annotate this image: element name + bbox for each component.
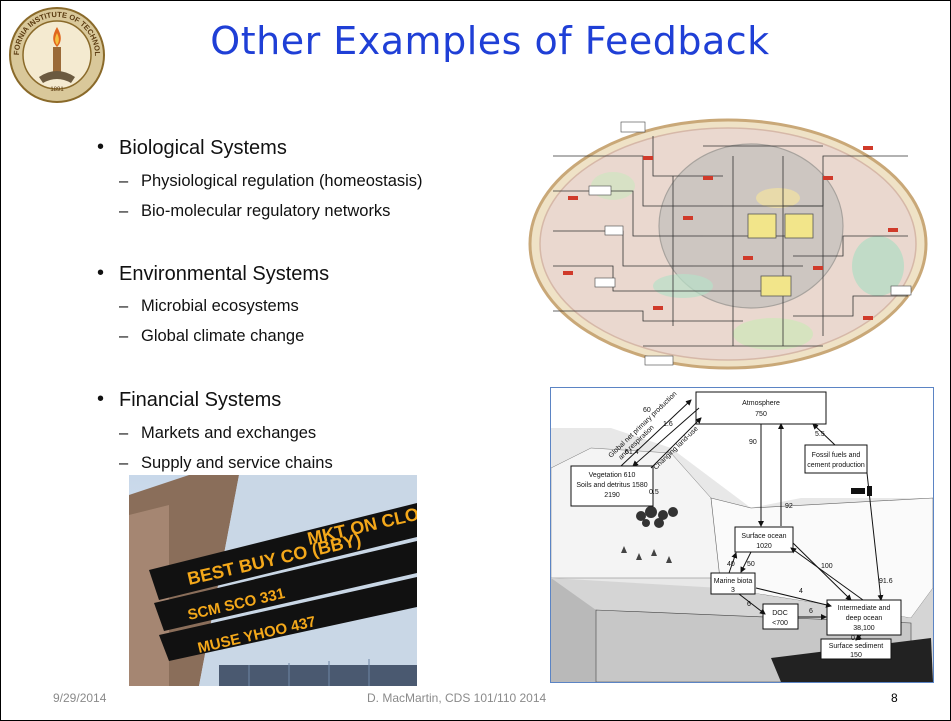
sediment-value: 150 bbox=[850, 652, 862, 659]
flux-91-6: 91.6 bbox=[879, 578, 893, 585]
flux-1-6: 1.6 bbox=[663, 421, 673, 428]
page-number: 8 bbox=[891, 691, 898, 705]
doc-value: <700 bbox=[772, 620, 788, 627]
doc-label: DOC bbox=[772, 610, 788, 617]
marine-biota-label: Marine biota bbox=[714, 578, 753, 585]
deep-ocean-label-2: deep ocean bbox=[846, 615, 883, 622]
flux-5-5: 5.5 bbox=[815, 431, 825, 438]
flux-50: 50 bbox=[747, 561, 755, 568]
vegetation-total: 2190 bbox=[604, 492, 620, 499]
bullet-biological-systems: Biological Systems bbox=[97, 136, 287, 160]
flux-6a: 6 bbox=[747, 601, 751, 608]
subbullet-physiological-regulation: Physiological regulation (homeostasis) bbox=[119, 172, 423, 191]
carbon-cycle-diagram: Atmosphere 750 Vegetation 610 Soils and … bbox=[550, 387, 934, 683]
seal-year: 1891 bbox=[50, 87, 64, 93]
marine-biota-value: 3 bbox=[731, 587, 735, 594]
vegetation-label: Vegetation 610 bbox=[589, 472, 636, 479]
fossil-label: Fossil fuels and bbox=[812, 452, 861, 459]
atmosphere-value: 750 bbox=[755, 411, 767, 418]
flux-0-5: 0.5 bbox=[649, 489, 659, 496]
flux-92: 92 bbox=[785, 503, 793, 510]
subbullet-microbial-ecosystems: Microbial ecosystems bbox=[119, 297, 299, 316]
bullet-financial-systems: Financial Systems bbox=[97, 388, 281, 412]
subbullet-biomolecular-networks: Bio-molecular regulatory networks bbox=[119, 202, 390, 221]
surface-ocean-value: 1020 bbox=[756, 543, 772, 550]
subbullet-markets-exchanges: Markets and exchanges bbox=[119, 424, 316, 443]
subbullet-global-climate-change: Global climate change bbox=[119, 327, 304, 346]
subbullet-supply-service-chains: Supply and service chains bbox=[119, 454, 333, 473]
flux-90: 90 bbox=[749, 439, 757, 446]
flux-4: 4 bbox=[799, 588, 803, 595]
fossil-label-2: cement production bbox=[807, 462, 865, 469]
footer-author: D. MacMartin, CDS 101/110 2014 bbox=[367, 691, 547, 705]
stock-ticker-photo: BEST BUY CO (BBY) MKT ON CLOSE SCM SCO 3… bbox=[129, 475, 417, 686]
flux-0-2: 0.2 bbox=[851, 635, 861, 642]
deep-ocean-label: Intermediate and bbox=[838, 605, 891, 612]
bullet-environmental-systems: Environmental Systems bbox=[97, 262, 329, 286]
flux-40: 40 bbox=[727, 561, 735, 568]
sediment-label: Surface sediment bbox=[829, 643, 884, 650]
footer-date: 9/29/2014 bbox=[53, 691, 107, 705]
flux-6b: 6 bbox=[809, 608, 813, 615]
flux-100: 100 bbox=[821, 563, 833, 570]
cell-signaling-network-image bbox=[528, 118, 928, 370]
slide-title: Other Examples of Feedback bbox=[210, 19, 770, 63]
soils-label: Soils and detritus 1580 bbox=[576, 482, 647, 489]
flux-61-4: 61.4 bbox=[625, 449, 639, 456]
caltech-seal-logo: 1891 CALIFORNIA INSTITUTE OF TECHNOLOGY bbox=[7, 5, 105, 103]
atmosphere-label: Atmosphere bbox=[742, 400, 780, 407]
surface-ocean-label: Surface ocean bbox=[741, 533, 786, 540]
deep-ocean-value: 38,100 bbox=[853, 625, 875, 632]
flux-60: 60 bbox=[643, 407, 651, 414]
